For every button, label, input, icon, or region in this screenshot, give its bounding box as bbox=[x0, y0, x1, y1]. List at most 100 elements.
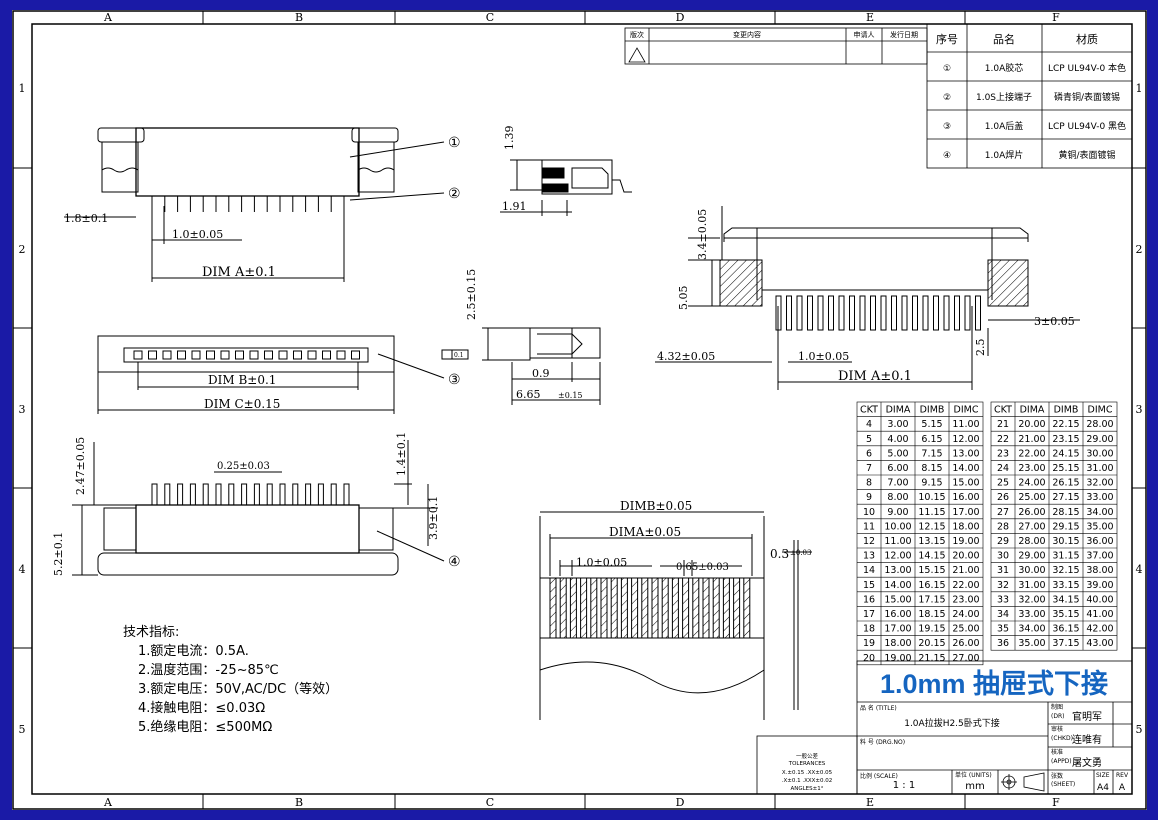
table-cell: 11.00 bbox=[884, 536, 911, 547]
table-cell: 26.15 bbox=[1052, 478, 1079, 489]
zone-col-top: D bbox=[676, 11, 685, 24]
table-cell: 32.15 bbox=[1052, 565, 1079, 576]
table-cell: 27 bbox=[997, 507, 1009, 518]
table-cell: 30.15 bbox=[1052, 536, 1079, 547]
dim-0-9: 0.9 bbox=[532, 367, 550, 380]
dim-0-1: 0.1 bbox=[454, 352, 464, 359]
fpc-contact bbox=[600, 577, 608, 639]
parts-header: 材质 bbox=[1076, 32, 1098, 46]
table-cell: 16.00 bbox=[952, 492, 979, 503]
parts-name: 1.0A后盖 bbox=[985, 120, 1023, 132]
pin bbox=[975, 295, 981, 331]
fpc-contact bbox=[651, 577, 659, 639]
pin-group bbox=[151, 196, 345, 212]
fpc-contact bbox=[641, 577, 649, 639]
table-cell: 13.15 bbox=[918, 536, 945, 547]
dim-pitch: 1.0±0.05 bbox=[798, 350, 849, 363]
pin bbox=[202, 483, 209, 506]
zone-col-top: B bbox=[295, 11, 303, 24]
fpc-contact bbox=[743, 577, 751, 639]
pin bbox=[796, 295, 803, 331]
tb-tol-line: ANGLES±1° bbox=[790, 786, 823, 792]
table-cell: 22.00 bbox=[1018, 448, 1045, 459]
table-cell: 40.00 bbox=[1086, 594, 1113, 605]
dim-1-8: 1.8±0.1 bbox=[64, 212, 108, 225]
table-cell: 14 bbox=[863, 565, 875, 576]
pin bbox=[292, 483, 299, 506]
dim-a: DIM A±0.1 bbox=[838, 369, 912, 384]
table-cell: 27.15 bbox=[1052, 492, 1079, 503]
pin bbox=[164, 483, 171, 506]
table-cell: 10.15 bbox=[918, 492, 945, 503]
tech-item: 2.温度范围：-25~85℃ bbox=[138, 662, 279, 678]
callout-4: ④ bbox=[448, 554, 461, 570]
pin bbox=[305, 483, 312, 506]
table-cell: 24.00 bbox=[1018, 478, 1045, 489]
fpc-view bbox=[539, 511, 812, 720]
table-cell: 37.15 bbox=[1052, 638, 1079, 649]
parts-header: 品名 bbox=[993, 32, 1015, 46]
table-cell: 24 bbox=[997, 463, 1009, 474]
table-cell: 29.00 bbox=[1018, 551, 1045, 562]
pin bbox=[133, 350, 143, 360]
parts-material: 黄铜/表面镀锡 bbox=[1058, 149, 1115, 161]
pin bbox=[330, 483, 337, 506]
table-cell: 31.00 bbox=[1018, 580, 1045, 591]
table-cell: 31.00 bbox=[1086, 463, 1113, 474]
zone-row: 1 bbox=[1136, 82, 1143, 95]
fpc-contact bbox=[682, 577, 690, 639]
table-cell: 15.00 bbox=[952, 478, 979, 489]
parts-name: 1.0S上接端子 bbox=[976, 91, 1032, 103]
table-cell: 23.15 bbox=[1052, 434, 1079, 445]
table-cell: 7.15 bbox=[921, 448, 942, 459]
table-cell: 5 bbox=[866, 434, 872, 445]
pin bbox=[891, 295, 897, 331]
table-cell: 23.00 bbox=[952, 594, 979, 605]
table-cell: 5.15 bbox=[921, 419, 942, 430]
tb-checked-name: 连唯有 bbox=[1072, 733, 1102, 746]
parts-name: 1.0A焊片 bbox=[985, 149, 1023, 161]
parts-no: ① bbox=[943, 64, 951, 74]
tb-drawn-sub: (DR) bbox=[1051, 713, 1064, 720]
table-cell: 34 bbox=[997, 609, 1009, 620]
table-cell: 21.00 bbox=[1018, 434, 1045, 445]
parts-no: ③ bbox=[943, 122, 951, 132]
table-cell: 14.00 bbox=[884, 580, 911, 591]
table-cell: 30 bbox=[997, 551, 1009, 562]
zone-col-bottom: F bbox=[1052, 796, 1060, 809]
tb-size-label: SIZE bbox=[1096, 772, 1110, 779]
pin-group bbox=[133, 350, 360, 360]
dim-0-3: 0.3 bbox=[770, 547, 789, 561]
table-cell: 16 bbox=[863, 594, 875, 605]
fpc-contact bbox=[610, 577, 618, 639]
table-cell: 7.00 bbox=[887, 478, 908, 489]
table-cell: 41.00 bbox=[1086, 609, 1113, 620]
table-cell: 4.00 bbox=[887, 434, 908, 445]
fpc-contact bbox=[722, 577, 730, 639]
parts-material: 磷青铜/表面镀锡 bbox=[1054, 91, 1120, 103]
table-cell: 9 bbox=[866, 492, 872, 503]
tech-specs: 技术指标: 1.额定电流：0.5A. 2.温度范围：-25~85℃ 3.额定电压… bbox=[123, 625, 338, 735]
table-cell: 20.00 bbox=[952, 551, 979, 562]
tb-approved-sub: (APPD) bbox=[1051, 758, 1072, 765]
side-view-top bbox=[500, 159, 632, 216]
table-cell: 28.00 bbox=[1018, 536, 1045, 547]
table-cell: 12.00 bbox=[952, 434, 979, 445]
table-cell: 15.15 bbox=[918, 565, 945, 576]
dim-5-2: 5.2±0.1 bbox=[52, 532, 65, 576]
bottom-view-labels: 2.47±0.05 0.25±0.03 1.4±0.1 3.9±0.1 5.2±… bbox=[52, 432, 461, 576]
pin bbox=[264, 350, 273, 360]
dim-1-39: 1.39 bbox=[503, 126, 516, 151]
dim-4-32: 4.32±0.05 bbox=[657, 350, 715, 363]
zone-row: 5 bbox=[1136, 723, 1143, 736]
fpc-view-labels: DIMB±0.05 DIMA±0.05 1.0±0.05 0.65±0.03 0… bbox=[576, 499, 811, 573]
table-cell: 25.00 bbox=[1018, 492, 1045, 503]
zone-row: 3 bbox=[19, 403, 26, 416]
dim-6-65: 6.65 bbox=[516, 388, 541, 401]
table-header-cell: DIMA bbox=[1020, 405, 1045, 416]
table-cell: 25.15 bbox=[1052, 463, 1079, 474]
table-cell: 23.00 bbox=[1018, 463, 1045, 474]
dim-3-4: 3.4±0.05 bbox=[696, 209, 709, 260]
table-cell: 42.00 bbox=[1086, 624, 1113, 635]
tb-unit-label: 单位 (UNITS) bbox=[955, 771, 992, 779]
